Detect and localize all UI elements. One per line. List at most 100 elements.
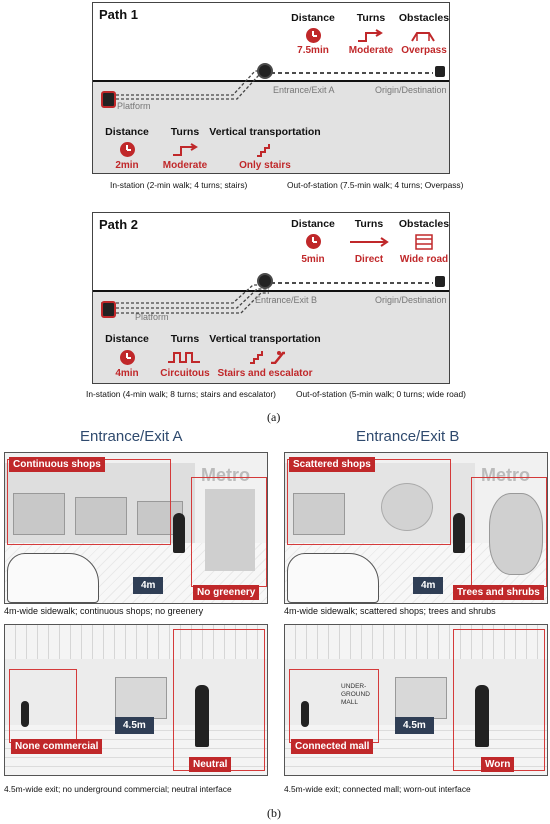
mall-sign: UNDER- GROUND MALL (341, 683, 370, 706)
clock-icon (306, 234, 321, 249)
in-distance-header: Distance (105, 126, 149, 138)
trees-highlight (471, 477, 547, 587)
pedestrian-figure (21, 701, 29, 727)
pedestrian-figure (301, 701, 309, 727)
entrance-pin-icon (257, 273, 273, 289)
path2-caption-out: Out-of-station (5-min walk; 0 turns; wid… (296, 389, 466, 399)
entrance-pin-icon (257, 63, 273, 79)
metro-wall (205, 489, 255, 571)
train-icon (101, 91, 116, 108)
scene-b-exit: UNDER- GROUND MALL Connected mall Worn 4… (284, 624, 548, 776)
car-shape (287, 553, 379, 603)
pedestrian-figure (453, 513, 465, 553)
ceiling (5, 625, 267, 659)
pedestrian-figure (475, 685, 489, 747)
width-label: 4.5m (115, 717, 154, 734)
in-turns-value: Moderate (162, 160, 208, 171)
scene-b-exit-caption: 4.5m-wide exit; connected mall; worn-out… (284, 784, 471, 794)
width-label: 4m (133, 577, 164, 594)
shops-tag: Continuous shops (9, 457, 105, 472)
escalator-icon (271, 351, 285, 364)
in-distance-header: Distance (105, 333, 149, 345)
in-turns-value: Circuitous (160, 368, 210, 379)
clock-icon (306, 28, 321, 43)
interface-tag: Worn (481, 757, 515, 772)
out-obstacles-value: Wide road (399, 254, 449, 265)
overpass-icon (411, 32, 435, 42)
ceiling (285, 625, 547, 659)
clock-icon (120, 350, 135, 365)
shops-tag: Scattered shops (289, 457, 375, 472)
path1-title: Path 1 (99, 7, 139, 22)
scene-b-street-caption: 4m-wide sidewalk; scattered shops; trees… (284, 606, 496, 616)
entrance-label: Entrance/Exit A (273, 85, 335, 95)
shop-window (293, 493, 345, 535)
scene-b-street: Metro Scattered shops Trees and shrubs 4… (284, 452, 548, 604)
out-turns-value: Direct (354, 254, 384, 265)
interface-tag: Neutral (189, 757, 232, 772)
underground-area (93, 291, 449, 383)
out-turns-header: Turns (356, 12, 386, 24)
in-vertical-header: Vertical transportation (209, 126, 321, 138)
trees-tag: Trees and shrubs (453, 585, 544, 600)
scene-a-street: Metro Continuous shops No greenery 4m (4, 452, 268, 604)
shrub-shape (489, 493, 543, 575)
out-obstacles-value: Overpass (401, 45, 447, 56)
out-obstacles-header: Obstacles (398, 12, 450, 24)
origin-label: Origin/Destination (375, 85, 447, 95)
road-icon (415, 234, 433, 250)
shop-window (13, 493, 65, 535)
turns-icon (358, 29, 383, 42)
out-distance-value: 5min (301, 254, 325, 265)
interface-highlight (453, 629, 545, 771)
path1-caption-in: In-station (2-min walk; 4 turns; stairs) (110, 180, 248, 190)
building-icon (435, 276, 445, 287)
platform-label: Platform (135, 312, 169, 322)
stairs-icon (250, 351, 263, 364)
in-vertical-value: Stairs and escalator (217, 368, 313, 379)
circuitous-icon (168, 352, 200, 363)
in-turns-header: Turns (170, 333, 200, 345)
train-icon (101, 301, 116, 318)
commercial-tag: None commercial (11, 739, 103, 754)
underground-area (93, 81, 449, 173)
stairs-icon (257, 144, 270, 157)
metro-sign: Metro (201, 465, 250, 485)
width-label: 4.5m (395, 717, 434, 734)
figure-label-b: (b) (267, 806, 281, 820)
mall-highlight (289, 669, 379, 743)
out-distance-header: Distance (291, 12, 335, 24)
greenery-highlight (191, 477, 267, 587)
pedestrian-figure (173, 513, 185, 553)
in-vertical-value: Only stairs (239, 160, 291, 171)
interface-highlight (173, 629, 265, 771)
figure-label-a: (a) (267, 410, 281, 424)
commercial-highlight (9, 669, 77, 743)
greenery-tag: No greenery (193, 585, 260, 600)
turns-icon (173, 143, 198, 156)
path2-caption-in: In-station (4-min walk; 8 turns; stairs … (86, 389, 276, 399)
entrance-label: Entrance/Exit B (255, 295, 318, 305)
scene-a-exit-caption: 4.5m-wide exit; no underground commercia… (4, 784, 232, 794)
width-label: 4m (413, 577, 444, 594)
building-icon (435, 66, 445, 77)
path2-title: Path 2 (99, 217, 139, 232)
pedestrian-figure (195, 685, 209, 747)
shop-window (75, 497, 127, 535)
entrance-b-header: Entrance/Exit B (356, 428, 460, 445)
tree-canopy (381, 483, 433, 531)
arrow-right-icon (350, 237, 389, 247)
corridor-end (395, 677, 447, 719)
car-shape (7, 553, 99, 603)
platform-label: Platform (117, 101, 151, 111)
out-distance-value: 7.5min (297, 45, 329, 56)
corridor-end (115, 677, 167, 719)
mall-tag: Connected mall (291, 739, 374, 754)
out-turns-header: Turns (354, 218, 384, 230)
path1-panel: Path 1 Platform Entrance/Exit A Origin/D… (92, 2, 450, 174)
in-distance-value: 4min (115, 368, 139, 379)
path1-caption-out: Out-of-station (7.5-min walk; 4 turns; O… (287, 180, 464, 190)
clock-icon (120, 142, 135, 157)
out-distance-header: Distance (291, 218, 335, 230)
out-obstacles-header: Obstacles (398, 218, 450, 230)
